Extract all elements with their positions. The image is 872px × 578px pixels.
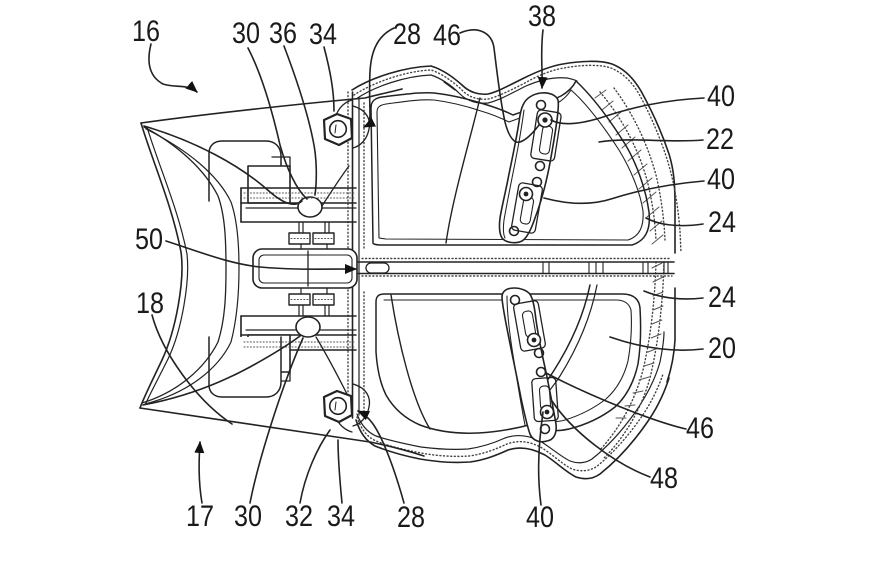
svg-text:46: 46	[433, 19, 461, 52]
svg-text:28: 28	[397, 501, 425, 534]
svg-text:36: 36	[269, 17, 297, 50]
svg-text:38: 38	[528, 0, 556, 33]
svg-text:34: 34	[327, 500, 355, 533]
svg-text:28: 28	[393, 18, 421, 51]
svg-text:46: 46	[686, 412, 714, 445]
svg-text:40: 40	[707, 80, 735, 113]
svg-text:50: 50	[135, 223, 163, 256]
svg-text:22: 22	[706, 123, 734, 156]
svg-text:40: 40	[707, 163, 735, 196]
svg-text:16: 16	[132, 15, 160, 48]
svg-text:24: 24	[708, 281, 736, 314]
svg-text:40: 40	[526, 501, 554, 534]
svg-text:30: 30	[232, 17, 260, 50]
svg-text:32: 32	[285, 500, 313, 533]
svg-text:18: 18	[136, 287, 164, 320]
svg-text:17: 17	[186, 500, 214, 533]
svg-text:20: 20	[708, 332, 736, 365]
svg-text:34: 34	[309, 18, 337, 51]
svg-text:30: 30	[234, 500, 262, 533]
svg-text:24: 24	[708, 206, 736, 239]
svg-text:48: 48	[650, 462, 678, 495]
